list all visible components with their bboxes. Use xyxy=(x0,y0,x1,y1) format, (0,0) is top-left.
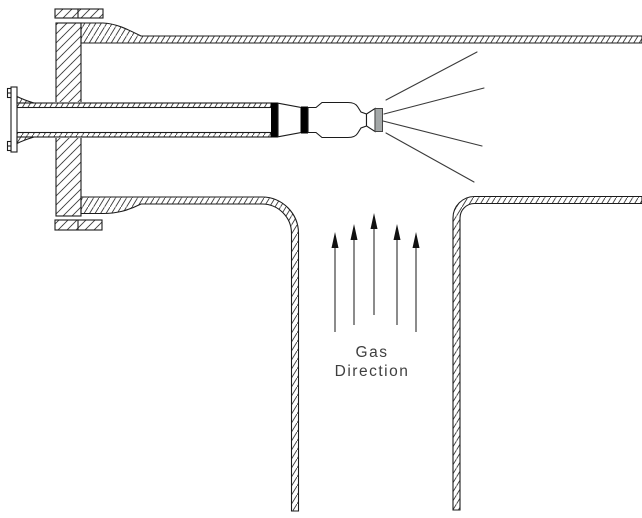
gas-direction-label-line2: Direction xyxy=(335,363,410,380)
nozzle-orifice-plate xyxy=(374,108,383,132)
duct-bottom-right-wall-and-riser-right-wall xyxy=(452,195,642,511)
inlet-flange-face xyxy=(10,86,18,153)
gas-arrow-2 xyxy=(350,224,358,325)
flange-top-bolt-strip xyxy=(54,8,104,19)
inlet-flange-top-gusset xyxy=(16,95,35,104)
spray-jet-2 xyxy=(383,87,485,115)
nozzle-assembly xyxy=(271,101,383,139)
seal-band-rear xyxy=(271,102,278,138)
spray-jets xyxy=(382,51,485,183)
spray-lance xyxy=(6,86,272,153)
gas-flow-arrows xyxy=(331,213,420,332)
lance-inlet-flange xyxy=(6,86,35,153)
inlet-flange-bottom-gusset xyxy=(16,136,35,145)
nozzle-taper-adapter xyxy=(277,102,302,138)
duct-top-wall xyxy=(80,22,642,44)
arrowhead-icon xyxy=(412,232,420,248)
arrowhead-icon xyxy=(331,232,339,248)
arrowhead-icon xyxy=(370,213,378,229)
lance-bottom-wall xyxy=(16,131,272,138)
nozzle-body xyxy=(307,101,368,139)
seal-band-front xyxy=(301,106,308,134)
gas-direction-label-line1: Gas xyxy=(356,344,389,361)
spray-jet-3 xyxy=(382,120,483,147)
gas-arrow-5 xyxy=(412,232,420,332)
spray-jet-1 xyxy=(385,51,478,101)
lance-top-wall xyxy=(16,102,272,109)
gas-arrow-3 xyxy=(370,213,378,315)
gas-direction-label: Gas Direction xyxy=(335,344,410,380)
duct-walls xyxy=(80,22,642,512)
nozzle-tip-cone xyxy=(365,107,376,133)
gas-arrow-4 xyxy=(393,224,401,325)
duct-bottom-left-wall-and-riser-left-wall xyxy=(80,196,300,512)
spray-jet-4 xyxy=(385,132,475,183)
gas-arrow-1 xyxy=(331,232,339,332)
arrowhead-icon xyxy=(393,224,401,240)
arrowhead-icon xyxy=(350,224,358,240)
